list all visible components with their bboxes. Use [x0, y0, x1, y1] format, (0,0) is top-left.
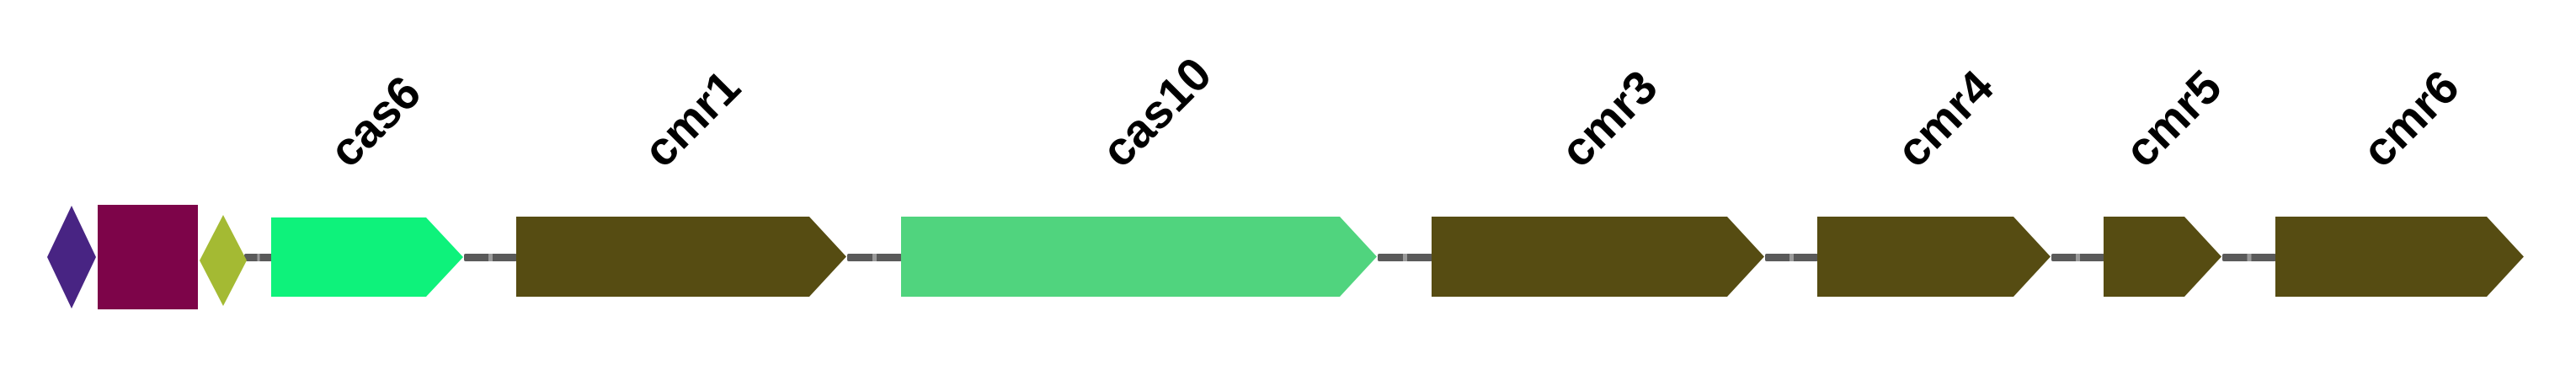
- connector-segment-3: [847, 254, 902, 261]
- gene-arrow-cmr5[interactable]: [2104, 217, 2221, 297]
- connector-segment-2: [464, 254, 517, 261]
- gene-arrow-cmr6[interactable]: [2275, 217, 2524, 297]
- connector-segment-5: [1765, 254, 1818, 261]
- connector-segment-1: [244, 254, 273, 261]
- connector-segment-7: [2222, 254, 2276, 261]
- gene-label-cas6: cas6: [318, 65, 431, 178]
- gene-arrow-cas6[interactable]: [271, 217, 463, 297]
- gene-arrow-cmr1[interactable]: [516, 217, 846, 297]
- gene-label-cmr5: cmr5: [2114, 59, 2232, 178]
- feature-1-diamond[interactable]: [47, 206, 96, 309]
- gene-label-cmr3: cmr3: [1549, 59, 1667, 178]
- gene-arrow-cas10[interactable]: [901, 217, 1377, 297]
- connector-segment-4: [1378, 254, 1432, 261]
- gene-arrow-cmr3[interactable]: [1432, 217, 1764, 297]
- gene-label-cmr4: cmr4: [1885, 59, 2003, 178]
- gene-arrow-cmr4[interactable]: [1817, 217, 2051, 297]
- feature-3-diamond[interactable]: [200, 215, 247, 306]
- connector-segment-6: [2051, 254, 2104, 261]
- gene-label-cmr6: cmr6: [2351, 59, 2469, 178]
- feature-2-box[interactable]: [98, 205, 198, 309]
- gene-label-cas10: cas10: [1091, 46, 1221, 178]
- gene-label-cmr1: cmr1: [632, 59, 750, 178]
